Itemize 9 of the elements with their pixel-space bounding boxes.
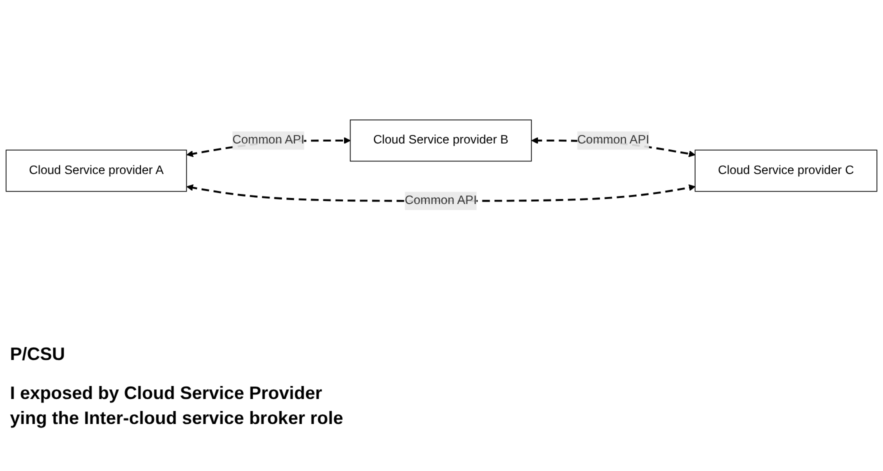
note-text: P/CSU — [10, 344, 66, 365]
edge-label: Common API — [404, 194, 477, 208]
note-text: ying the Inter-cloud service broker role — [10, 408, 344, 429]
edge-label: Common API — [577, 134, 650, 147]
node-box: Cloud Service provider A — [6, 150, 187, 192]
node-box: Cloud Service provider C — [694, 150, 878, 192]
node-box: Cloud Service provider B — [350, 120, 532, 162]
edge-label: Common API — [232, 134, 304, 147]
note-text: I exposed by Cloud Service Provider — [10, 383, 324, 404]
